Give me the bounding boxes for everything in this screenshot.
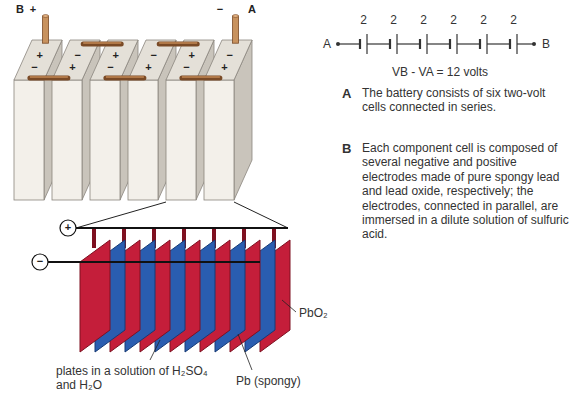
cell-symbol	[449, 39, 451, 49]
terminal-post	[43, 16, 49, 43]
battery-case	[14, 15, 252, 201]
wire	[367, 43, 390, 44]
terminal-label: +	[30, 3, 36, 16]
pbo2-plate	[80, 240, 110, 352]
polarity-sign: +	[113, 49, 119, 62]
polarity-circle	[60, 220, 76, 236]
wire	[427, 43, 450, 44]
polarity-sign: +	[145, 61, 151, 74]
cell-symbol	[419, 39, 421, 49]
wire	[517, 43, 534, 44]
polarity-sign: −	[75, 49, 81, 62]
cell-front	[204, 80, 234, 200]
caption-text: The battery consists of six two-volt cel…	[362, 86, 567, 115]
cell-connector-bar	[106, 76, 144, 78]
cell-connector-bar	[30, 76, 68, 78]
cell-connector-bar	[159, 42, 197, 44]
cell-connector-bar	[30, 76, 68, 81]
polarity-sign: +	[69, 61, 75, 74]
cell-connector-bar	[182, 76, 220, 78]
polarity-sign: −	[151, 49, 157, 62]
schematic-label: 2	[420, 13, 427, 27]
polarity-sign: −	[183, 61, 189, 74]
cell-symbol	[509, 39, 511, 49]
leader-line	[150, 340, 160, 360]
wire	[457, 43, 480, 44]
cell-plates	[32, 202, 296, 370]
cell-front	[14, 80, 44, 200]
panel-letter: B	[342, 141, 351, 157]
schematic-label: 2	[390, 13, 397, 27]
schematic-label: VB - VA = 12 volts	[392, 65, 488, 79]
schematic-label: B	[542, 37, 550, 51]
terminal-post	[43, 15, 49, 18]
cell	[204, 40, 252, 200]
polarity-sign: +	[37, 49, 43, 62]
cell-connector-bar	[182, 76, 220, 81]
cell-top	[204, 40, 252, 80]
polarity-sign: −	[107, 61, 113, 74]
polarity-sign: −	[31, 61, 37, 74]
cell-connector-bar	[159, 42, 197, 47]
polarity-sign: +	[65, 221, 71, 234]
cell-connector-bar	[83, 42, 121, 47]
zoom-line	[76, 202, 166, 228]
cell-symbol	[479, 39, 481, 49]
terminal-post	[233, 16, 239, 43]
leader-line	[238, 334, 252, 370]
wire	[397, 43, 420, 44]
part-label: Pb (spongy)	[236, 374, 301, 388]
cell-front	[52, 80, 82, 200]
polarity-sign: +	[189, 49, 195, 62]
positive-bus	[76, 227, 288, 229]
leader-line	[282, 300, 296, 312]
cell-symbol	[389, 39, 391, 49]
polarity-circle	[32, 254, 48, 270]
negative-bus	[48, 261, 260, 263]
terminal-label: A	[248, 3, 256, 16]
wire	[487, 43, 510, 44]
schematic-label: 2	[450, 13, 457, 27]
polarity-sign: +	[221, 61, 227, 74]
cell-front	[128, 80, 158, 200]
plate-tab	[92, 228, 96, 248]
schematic-label: 2	[360, 13, 367, 27]
cell-front	[166, 80, 196, 200]
panel-letter: A	[342, 86, 351, 102]
terminal-label: B	[16, 3, 24, 16]
cell-connector-bar	[83, 42, 121, 44]
cell-symbol	[359, 39, 361, 49]
wire	[338, 43, 360, 44]
terminal-post	[233, 15, 239, 18]
schematic-label: A	[323, 37, 331, 51]
schematic-label: 2	[510, 13, 517, 27]
terminal-label: −	[217, 3, 223, 16]
part-label: plates in a solution of H₂SO₄ and H₂O	[56, 364, 226, 393]
polarity-sign: −	[37, 255, 43, 268]
schematic-label: 2	[480, 13, 487, 27]
polarity-sign: −	[227, 49, 233, 62]
cell-connector-bar	[106, 76, 144, 81]
caption-text: Each component cell is composed of sever…	[362, 141, 570, 242]
terminal-dot	[336, 42, 340, 46]
zoom-line	[234, 202, 288, 228]
series-schematic	[336, 34, 536, 54]
terminal-dot	[532, 42, 536, 46]
part-label: PbO₂	[299, 306, 328, 320]
cell-front	[90, 80, 120, 200]
